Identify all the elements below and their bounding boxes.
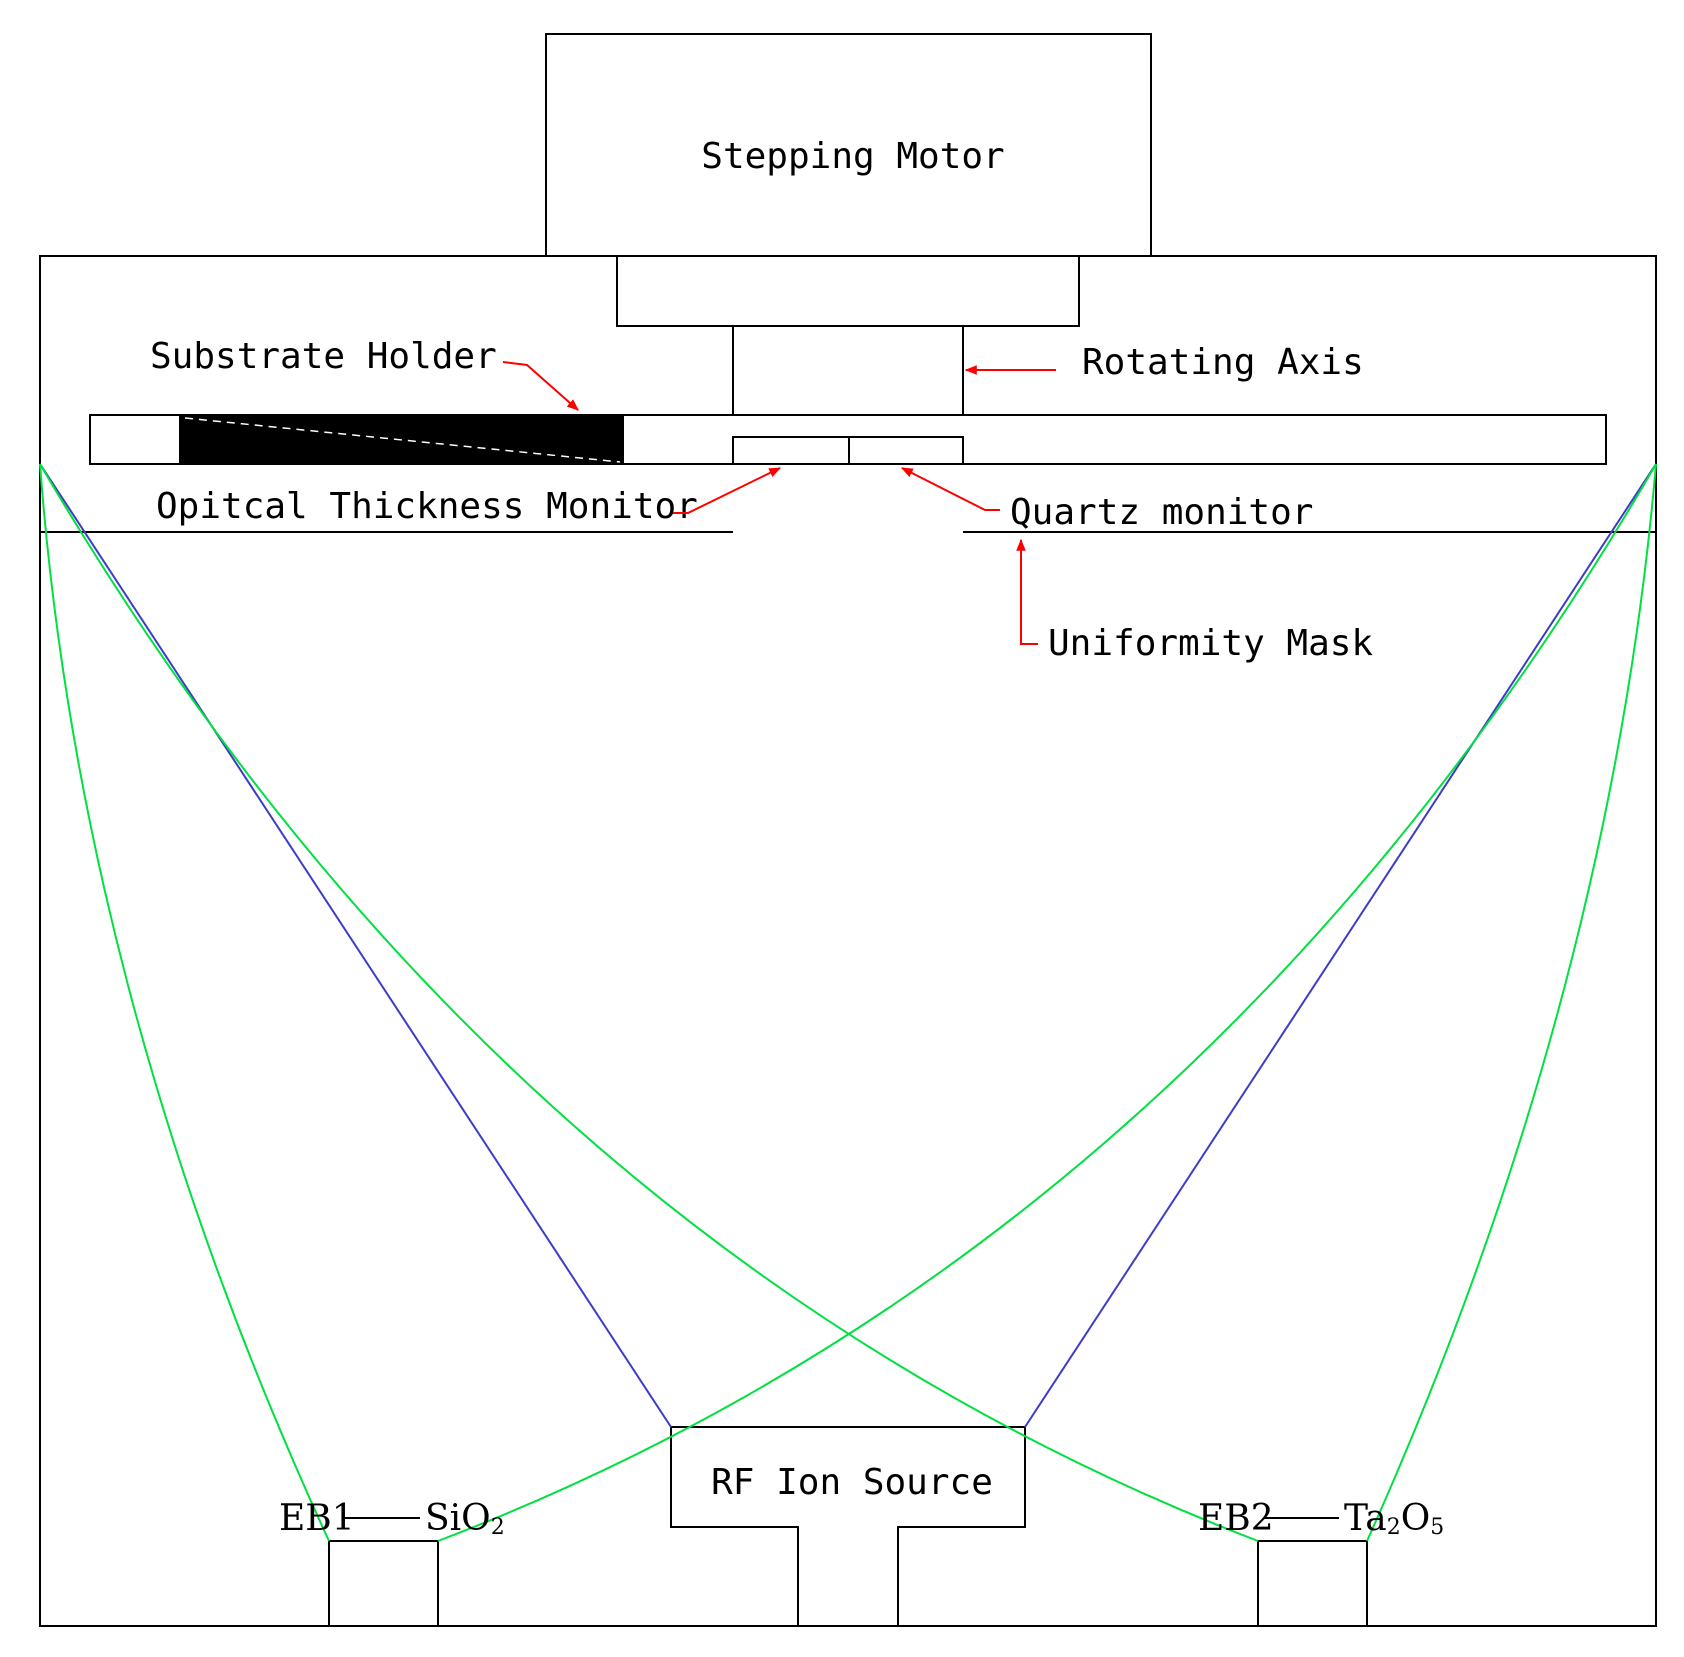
eb2-plume-left [39,463,1259,1542]
uniformity-mask-label: Uniformity Mask [1048,623,1373,664]
rotating-axis-label: Rotating Axis [1082,342,1364,383]
eb1-material: SiO2 [425,1498,505,1540]
optical-thickness-monitor-box [732,436,850,465]
stepping-motor-label: Stepping Motor [701,136,1004,177]
eb2-name: EB2 [1198,1498,1274,1539]
substrate-holder-label: Substrate Holder [150,336,497,377]
eb1-crucible [328,1540,439,1627]
eb2-label: EB2 Ta2O5 [1198,1498,1444,1540]
eb1-plume-left [39,463,330,1542]
ion-beam-right [1024,463,1657,1428]
optical-monitor-arrow [673,467,782,514]
motor-coupling-block [616,255,1080,327]
quartz-monitor-arrow [900,467,1000,511]
eb1-label: EB1 SiO2 [279,1498,505,1540]
uniformity-mask-arrow [1016,538,1038,645]
rf-ion-source-body [670,1426,1026,1627]
eb2-plume-right [1366,463,1657,1542]
rf-ion-source-label: RF Ion Source [711,1462,993,1503]
eb1-name: EB1 [279,1498,355,1539]
rotating-axis-shaft [732,325,964,416]
eb2-material: Ta2O5 [1344,1498,1444,1540]
quartz-monitor-label: Quartz monitor [1010,492,1313,533]
ion-beam-left [39,463,672,1428]
eb2-crucible [1257,1540,1368,1627]
quartz-monitor-box [848,436,964,465]
substrate-holder-arrow [502,361,579,411]
optical-thickness-monitor-label: Opitcal Thickness Monitor [156,486,698,527]
eb1-plume-right [437,463,1657,1542]
substrate-holder-dashed-line [184,417,621,463]
